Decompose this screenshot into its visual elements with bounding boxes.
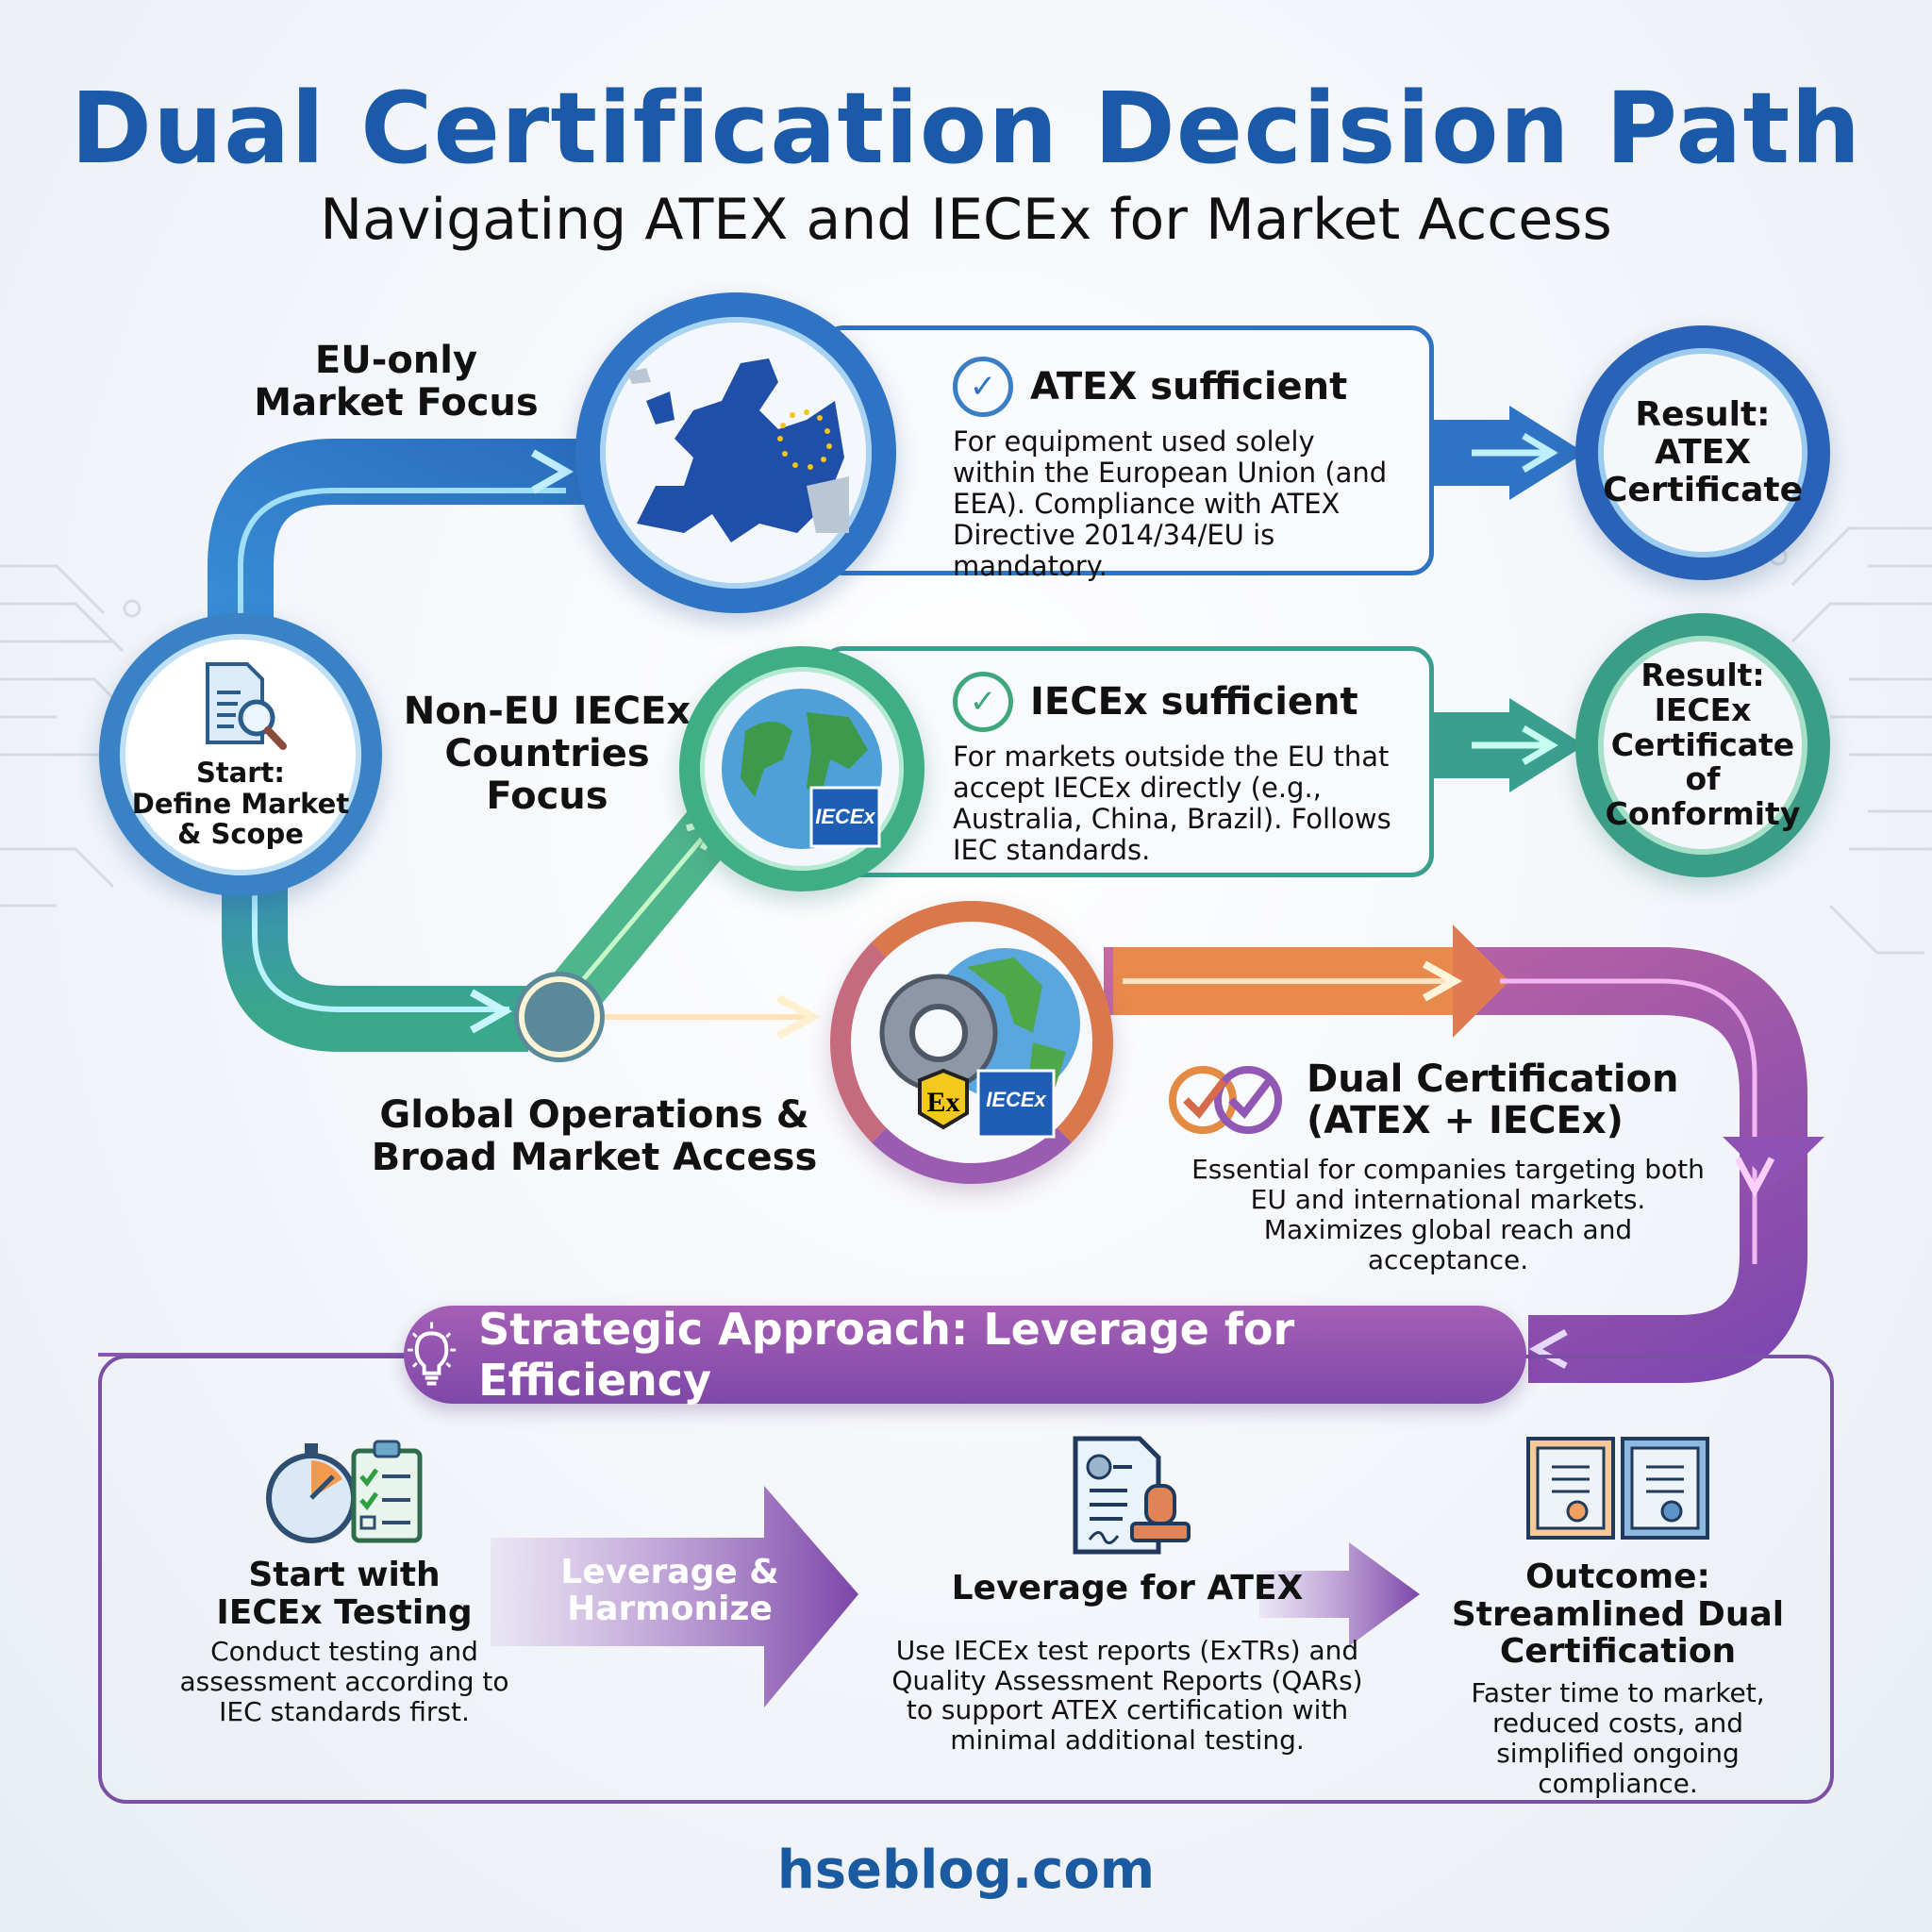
dual-loop-arrow-back-icon [1528, 1328, 1568, 1370]
europe-map-icon [627, 358, 849, 542]
strategy-step-1: Start with IECEx Testing Conduct testing… [165, 1434, 524, 1727]
noneu-path-label: Non-EU IECEx Countries Focus [403, 690, 691, 818]
europe-map-node [575, 292, 896, 613]
footer-site-link[interactable]: hseblog.com [776, 1840, 1156, 1901]
atex-result-node: Result: ATEX Certificate [1575, 325, 1830, 580]
strategy-step-3: Outcome: Streamlined Dual Certification … [1420, 1434, 1816, 1798]
check-circle-icon: ✓ [953, 672, 1013, 732]
gear-globe-icon: Ex IECEx [879, 948, 1080, 1139]
strategy-step-2: Leverage for ATEX Use IECEx test reports… [844, 1434, 1410, 1756]
globe-iecex-icon: IECEx [722, 689, 882, 849]
junction-arrow-icon [470, 989, 513, 1034]
iecex-badge: IECEx [815, 805, 875, 828]
leverage-harmonize-label: Leverage & Harmonize [560, 1553, 779, 1628]
global-path-label: Global Operations & Broad Market Access [371, 1093, 818, 1179]
eu-stars-icon [777, 409, 832, 470]
strategy-banner: Strategic Approach: Leverage for Efficie… [404, 1304, 1526, 1406]
noneu-path-highlight [564, 819, 719, 1002]
document-search-icon [206, 662, 287, 751]
iecex-result-node: Result: IECEx Certificate of Conformity [1575, 613, 1830, 877]
lightbulb-icon [407, 1322, 457, 1386]
dual-loop-arrow-icon [1423, 960, 1463, 1002]
outcome-arrow [1259, 1542, 1420, 1646]
dual-cert-text: Essential for companies targeting both E… [1191, 1154, 1705, 1275]
junction-node [514, 972, 605, 1062]
ex-hexagon-icon: Ex [918, 1068, 969, 1130]
eu-path-highlight [238, 488, 566, 623]
page-subtitle: Navigating ATEX and IECEx for Market Acc… [320, 187, 1612, 253]
dual-certificates-icon [1526, 1437, 1709, 1540]
dual-cert-title-line1: Dual Certification [1307, 1058, 1679, 1101]
global-ops-node: Ex IECEx [830, 901, 1113, 1184]
stopwatch-checklist-icon [266, 1440, 423, 1543]
svg-text:IECEx: IECEx [986, 1088, 1046, 1111]
iecex-badge-icon: IECEx [976, 1069, 1056, 1139]
document-stamp-icon [1073, 1436, 1191, 1555]
global-arrow-icon [776, 994, 822, 1040]
double-check-icon [1169, 1066, 1282, 1134]
leverage-harmonize-arrow [491, 1486, 858, 1707]
atex-sufficient-card: ✓ATEX sufficient For equipment used sole… [821, 325, 1434, 582]
check-circle-icon: ✓ [953, 357, 1013, 417]
eu-arrow-icon [531, 449, 575, 494]
page-title: Dual Certification Decision Path [70, 71, 1862, 186]
start-line3: & Scope [177, 818, 304, 851]
dual-cert-section: Dual Certification (ATEX + IECEx) Essent… [1165, 1058, 1731, 1275]
eu-path-label: EU-only Market Focus [254, 339, 539, 425]
svg-text:Ex: Ex [926, 1087, 959, 1118]
circuit-decoration-right [1769, 526, 1932, 955]
dual-loop-arrowhead-right [1453, 924, 1509, 1038]
start-line1: Start: [195, 757, 286, 790]
start-line2: Define Market [131, 787, 350, 820]
iecex-globe-node: IECEx [679, 646, 924, 891]
start-down-highlight [252, 868, 509, 1012]
strategy-banner-title: Strategic Approach: Leverage for Efficie… [478, 1304, 1295, 1406]
start-node: Start: Define Market & Scope [99, 613, 382, 896]
dual-cert-title-line2: (ATEX + IECEx) [1307, 1099, 1624, 1142]
